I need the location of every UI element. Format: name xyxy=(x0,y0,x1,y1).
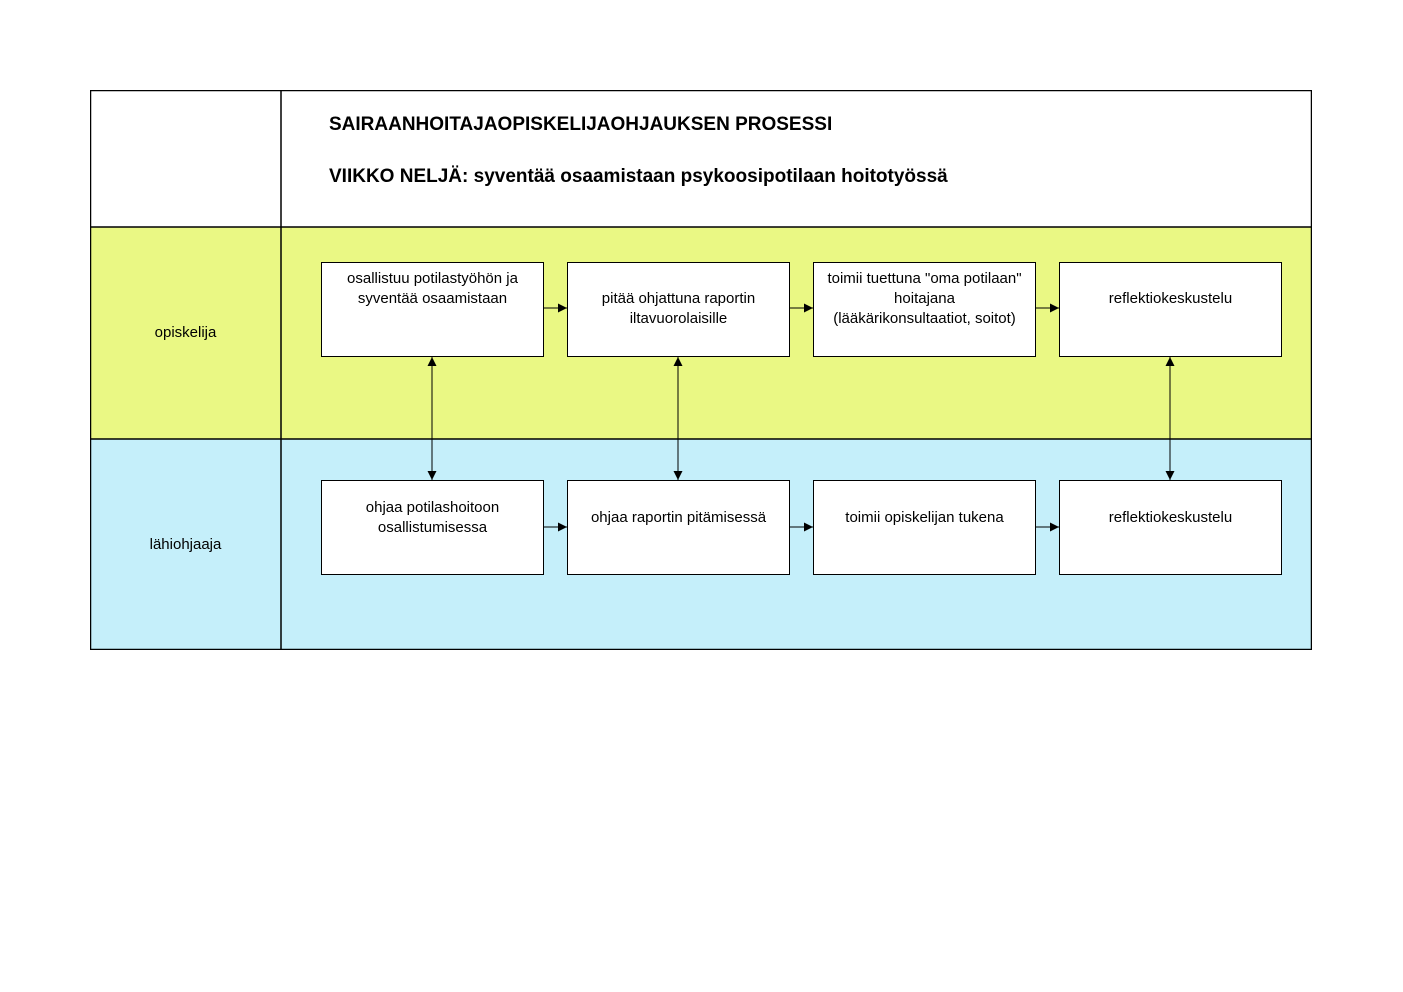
mentor-step-4: reflektiokeskustelu xyxy=(1059,480,1282,575)
mentor-step-3-label: toimii opiskelijan tukena xyxy=(845,509,1004,526)
lane-label-mentor: lähiohjaaja xyxy=(149,536,222,553)
swimlane-diagram: SAIRAANHOITAJAOPISKELIJAOHJAUKSEN PROSES… xyxy=(90,90,1312,650)
student-step-2: pitää ohjattuna raportin iltavuorolaisil… xyxy=(567,262,790,357)
mentor-step-4-label: reflektiokeskustelu xyxy=(1108,509,1233,526)
student-step-1-label: osallistuu potilastyöhön ja syventää osa… xyxy=(347,270,518,307)
student-step-3-label: toimii tuettuna "oma potilaan" hoitajana… xyxy=(827,270,1022,327)
mentor-step-1: ohjaa potilashoitoon osallistumisessa xyxy=(321,480,544,575)
diagram-title: SAIRAANHOITAJAOPISKELIJAOHJAUKSEN PROSES… xyxy=(329,114,833,135)
mentor-step-2-label: ohjaa raportin pitämisessä xyxy=(590,509,767,526)
student-step-1: osallistuu potilastyöhön ja syventää osa… xyxy=(321,262,544,357)
student-step-4: reflektiokeskustelu xyxy=(1059,262,1282,357)
outer-frame xyxy=(90,90,1312,650)
mentor-step-2: ohjaa raportin pitämisessä xyxy=(567,480,790,575)
mentor-step-1-label: ohjaa potilashoitoon osallistumisessa xyxy=(365,499,500,536)
title-block: SAIRAANHOITAJAOPISKELIJAOHJAUKSEN PROSES… xyxy=(329,113,948,188)
student-step-4-label: reflektiokeskustelu xyxy=(1108,290,1233,307)
mentor-step-3: toimii opiskelijan tukena xyxy=(813,480,1036,575)
student-step-3: toimii tuettuna "oma potilaan" hoitajana… xyxy=(813,262,1036,357)
student-step-2-label: pitää ohjattuna raportin iltavuorolaisil… xyxy=(601,290,756,327)
diagram-subtitle: VIIKKO NELJÄ: syventää osaamistaan psyko… xyxy=(329,166,948,187)
lane-label-student: opiskelija xyxy=(154,324,217,341)
header-band: SAIRAANHOITAJAOPISKELIJAOHJAUKSEN PROSES… xyxy=(90,90,1312,227)
connector-layer xyxy=(90,90,1312,650)
